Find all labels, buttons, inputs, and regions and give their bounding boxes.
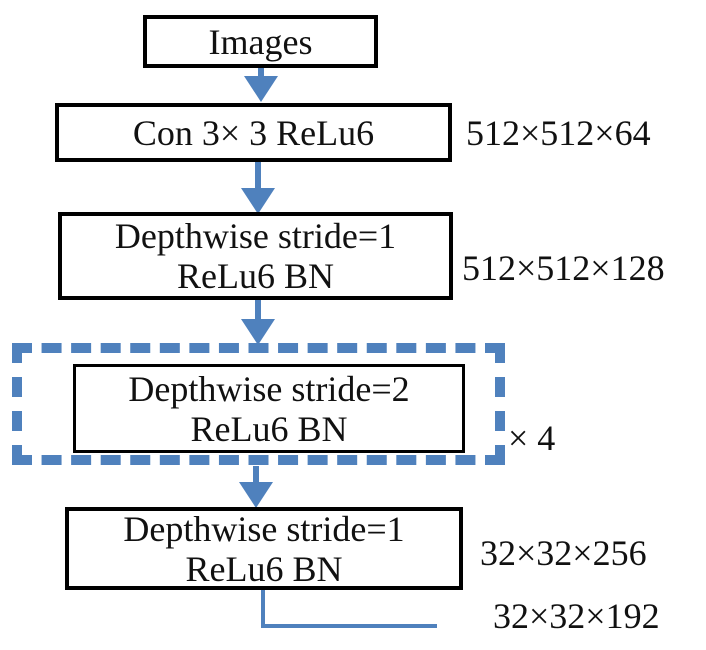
node-label-line1: Depthwise stride=1 [114, 216, 397, 256]
node-label-line1: Depthwise stride=2 [128, 368, 410, 409]
annotation-repeat-count: × 4 [508, 418, 556, 458]
arrow-head [241, 188, 275, 214]
node-depthwise-stride1-b: Depthwise stride=1 ReLu6 BN [65, 507, 463, 590]
annotation-dw1-output: 512×512×128 [462, 248, 665, 288]
repeat-group-border [12, 343, 505, 465]
node-label-line2: ReLu6 BN [177, 256, 334, 296]
arrow-stem [255, 162, 261, 189]
arrow-stem [253, 466, 259, 484]
arrow-head [239, 482, 273, 508]
node-images-label: Images [208, 21, 313, 62]
node-depthwise-stride1-a: Depthwise stride=1 ReLu6 BN [58, 212, 453, 300]
annotation-conv-output: 512×512×64 [466, 113, 651, 153]
node-images: Images [143, 15, 378, 68]
arrow-head [241, 319, 275, 345]
node-depthwise-stride2: Depthwise stride=2 ReLu6 BN [73, 364, 465, 453]
arrow-head [244, 76, 278, 102]
node-label-line2: ReLu6 BN [190, 408, 348, 449]
annotation-dw3-output: 32×32×256 [480, 533, 647, 573]
arrow-stem [258, 68, 264, 78]
annotation-branch-output: 32×32×192 [493, 596, 660, 636]
node-conv: Con 3× 3 ReLu6 [55, 103, 452, 162]
node-label-line2: ReLu6 BN [185, 548, 343, 589]
arrow-stem [255, 300, 261, 320]
output-connector-line [261, 590, 437, 628]
node-label-line1: Depthwise stride=1 [123, 508, 405, 549]
node-conv-label: Con 3× 3 ReLu6 [132, 112, 375, 153]
